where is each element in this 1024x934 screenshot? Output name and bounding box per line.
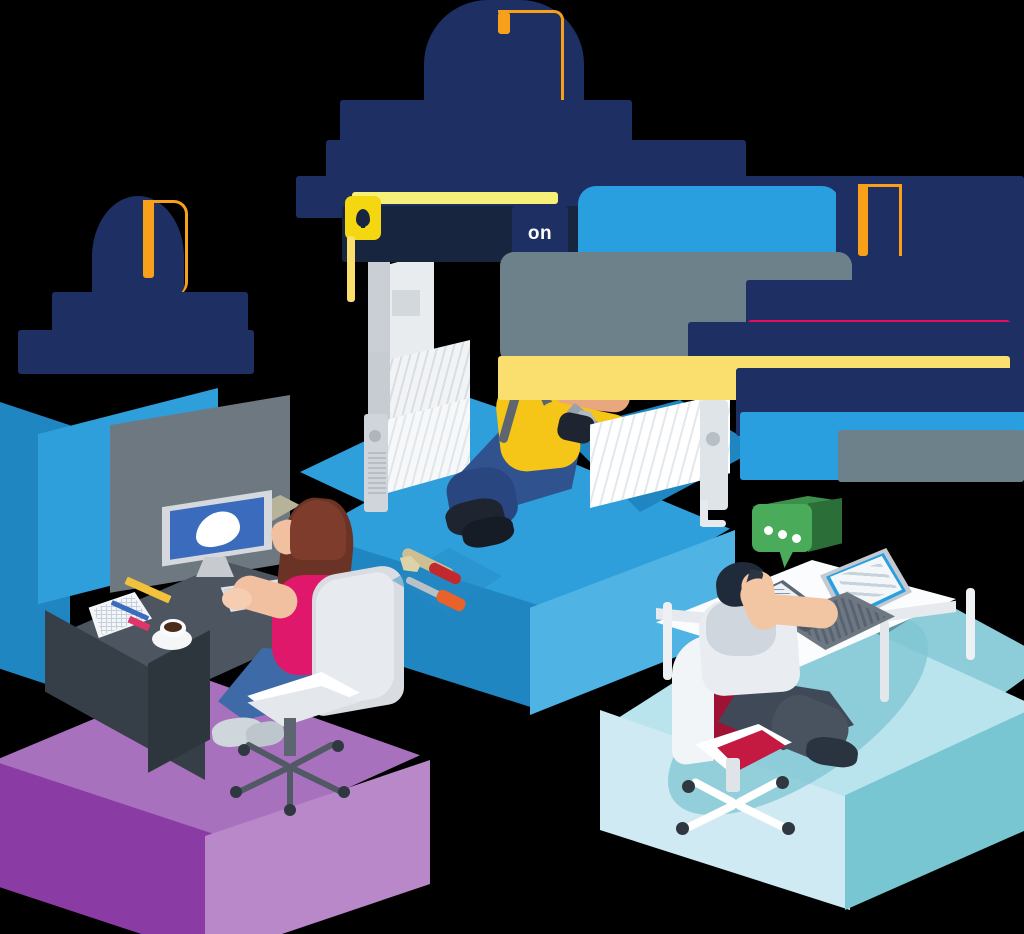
radiator-main-end — [700, 400, 728, 510]
radiator-pipe-elbow — [700, 520, 726, 527]
chat-bubble-side — [808, 498, 842, 552]
right-body-grey-2 — [838, 430, 1024, 482]
boiler-control-panel — [392, 290, 420, 316]
left-badge-accent-bar — [143, 200, 154, 278]
map-pin-badge — [345, 196, 381, 240]
radiator-valve-knob — [369, 430, 381, 442]
radiator-pipe — [700, 500, 708, 526]
red-chair-base — [676, 776, 795, 835]
left-caption-line-2 — [18, 330, 254, 374]
chat-bubble-icon — [752, 504, 812, 552]
white-desk-leg-3 — [966, 588, 975, 660]
map-pin-icon — [356, 209, 370, 228]
woman-hand — [222, 588, 252, 610]
radiator-grill — [368, 452, 386, 494]
office-chair-post — [284, 718, 296, 756]
left-caption-line-1 — [52, 292, 248, 336]
red-chair-post — [726, 758, 740, 792]
right-caption-accent — [858, 184, 902, 256]
white-desk-leg-1 — [663, 602, 672, 680]
heading-accent-bracket — [498, 10, 564, 108]
white-desk-leg-2 — [880, 620, 889, 702]
center-caption-underline — [352, 192, 558, 204]
center-connector-line — [347, 236, 355, 302]
chat-bubble-tail — [778, 546, 796, 568]
coffee-liquid — [164, 622, 182, 632]
office-chair-base — [230, 740, 350, 816]
heading-accent-tick-fill — [498, 12, 510, 34]
right-caption-blue-block — [578, 186, 840, 264]
right-caption-accent-bar — [858, 184, 868, 256]
woman-hair-top — [290, 500, 346, 560]
monitor-stand — [196, 557, 234, 577]
heading-block-2 — [340, 100, 632, 146]
left-badge-accent — [143, 200, 188, 296]
radiator-main-valve — [706, 432, 720, 446]
